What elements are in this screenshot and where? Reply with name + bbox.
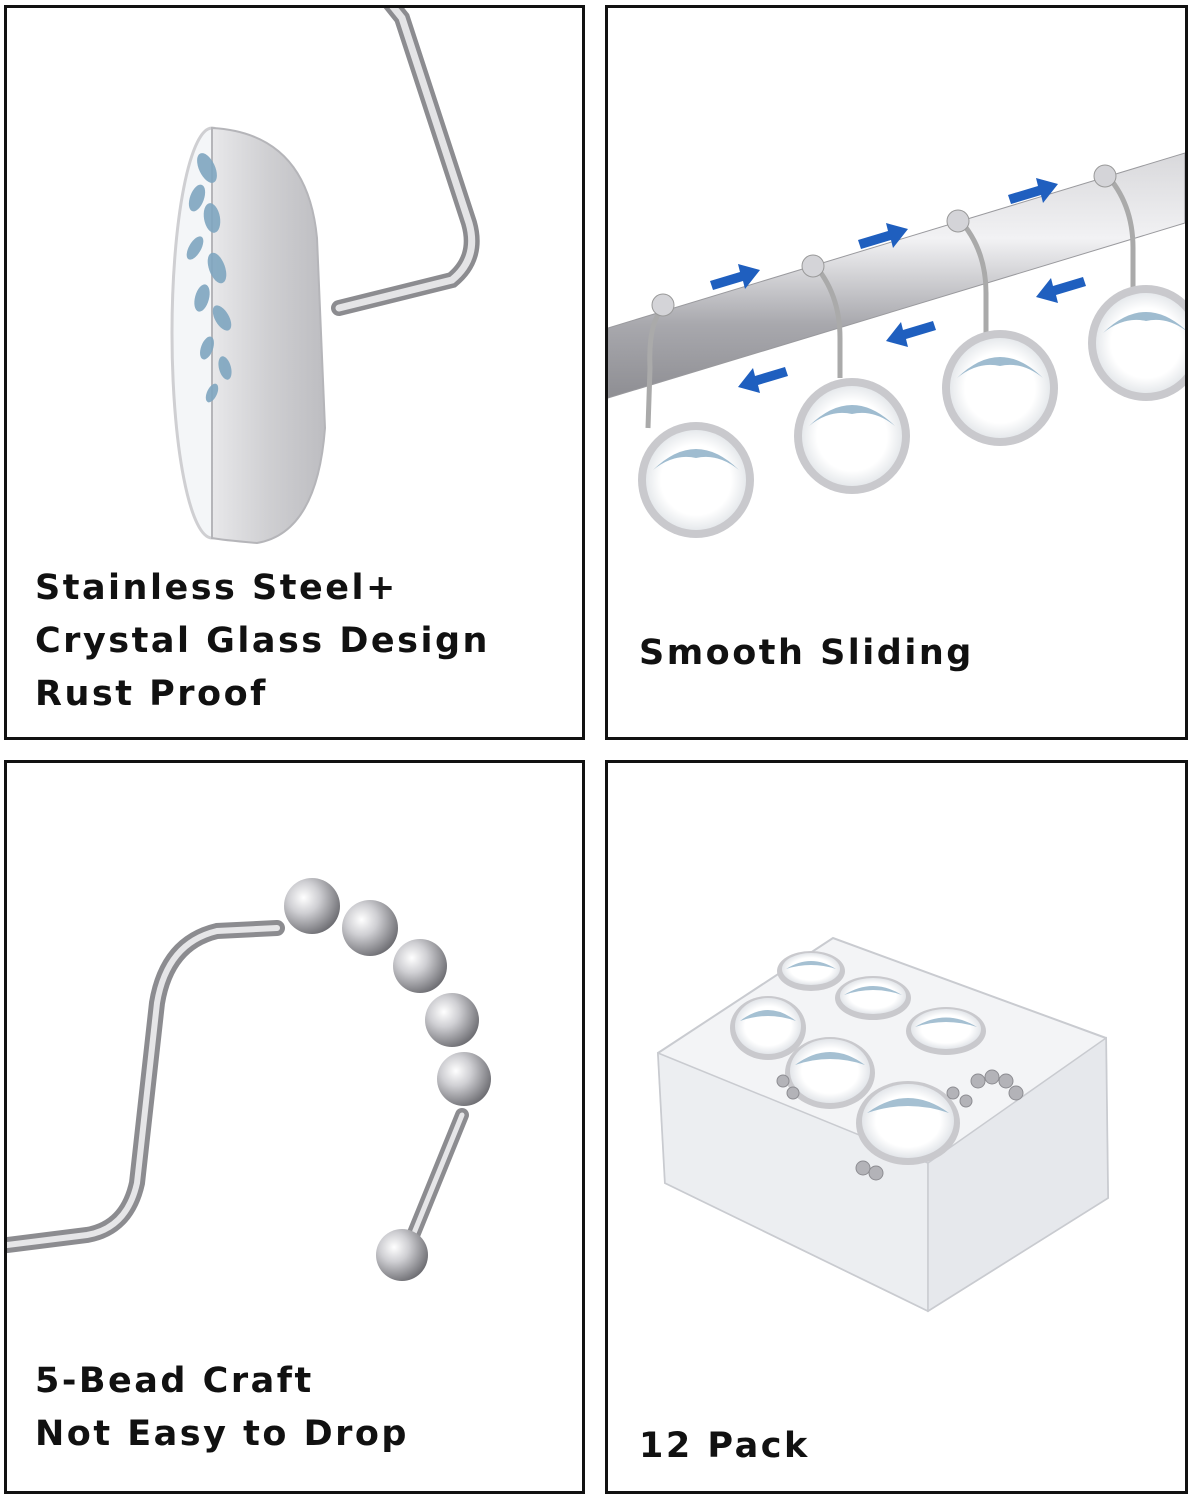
panel-material: Stainless Steel+ Crystal Glass Design Ru… <box>4 5 585 740</box>
packaged-set-image <box>656 936 1110 1313</box>
arrow-left-icons <box>738 277 1086 393</box>
hooks-on-rod-image <box>608 152 1185 538</box>
leaf-pattern <box>186 153 232 403</box>
material-caption: Stainless Steel+ Crystal Glass Design Ru… <box>35 562 490 721</box>
beads-caption: 5-Bead Craft Not Easy to Drop <box>35 1355 409 1461</box>
caption-line: Not Easy to Drop <box>35 1414 409 1454</box>
caption-line: 12 Pack <box>639 1426 810 1466</box>
caption-line: Crystal Glass Design <box>35 621 490 661</box>
caption-line: 5-Bead Craft <box>35 1361 314 1401</box>
panel-pack: 12 Pack <box>605 760 1188 1494</box>
packed-hooks <box>730 951 986 1165</box>
caption-line: Rust Proof <box>35 674 268 714</box>
hook-side-view-image <box>170 8 480 545</box>
bead-group <box>284 878 491 1281</box>
arrow-right-icons <box>710 178 1058 290</box>
caption-line: Smooth Sliding <box>639 633 974 673</box>
panel-sliding: Smooth Sliding <box>605 5 1188 740</box>
bead-hook-image <box>7 878 491 1281</box>
hook-3 <box>942 209 1058 446</box>
panel-beads: 5-Bead Craft Not Easy to Drop <box>4 760 585 1494</box>
sliding-caption: Smooth Sliding <box>639 627 974 680</box>
hook-1 <box>638 293 754 538</box>
pack-caption: 12 Pack <box>639 1420 810 1473</box>
hook-4 <box>1088 164 1185 401</box>
caption-line: Stainless Steel+ <box>35 568 398 608</box>
hook-2 <box>794 254 910 494</box>
